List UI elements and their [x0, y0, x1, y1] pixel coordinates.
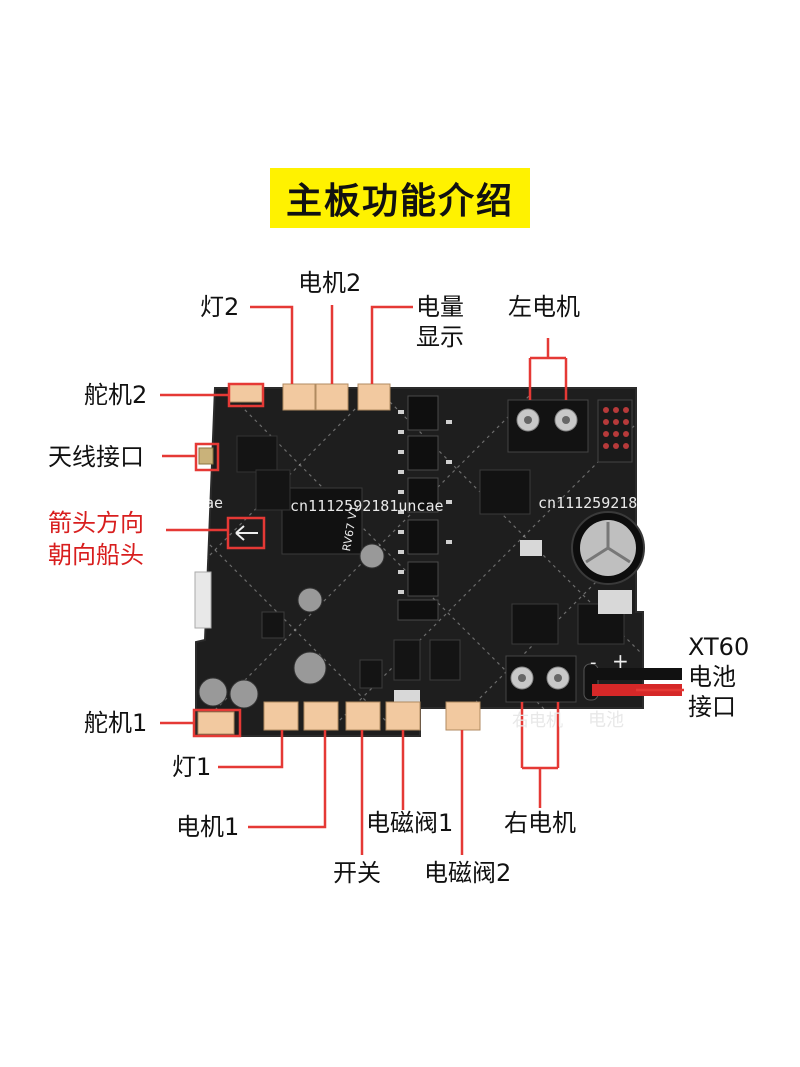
watermark-left: cae [196, 494, 224, 512]
label-solenoid2: 电磁阀2 [424, 859, 512, 887]
label-servo1: 舵机1 [84, 709, 148, 737]
label-xt60-3: 接口 [688, 693, 736, 721]
svg-text:+: + [612, 649, 629, 673]
label-switch: 开关 [333, 859, 381, 887]
label-motor1: 电机1 [176, 813, 240, 841]
label-arrow-note-1: 箭头方向 [48, 509, 144, 537]
watermark-right: cn111259218 [538, 494, 638, 512]
side-connector [194, 571, 212, 629]
label-solenoid1: 电磁阀1 [366, 809, 454, 837]
label-antenna: 天线接口 [48, 443, 144, 471]
page-title: 主板功能介绍 [270, 168, 530, 228]
left-motor-terminal [507, 399, 589, 453]
label-left-motor: 左电机 [508, 293, 580, 321]
small-capacitors [198, 543, 385, 709]
label-servo2: 舵机2 [84, 381, 148, 409]
callout-lines [160, 305, 684, 855]
top-connectors [228, 383, 391, 411]
bottom-connectors [197, 701, 481, 735]
right-motor-terminal [505, 655, 577, 703]
label-lamp2: 灯2 [200, 293, 240, 321]
label-battery-display-2: 显示 [416, 323, 464, 351]
antenna-connector [198, 447, 214, 465]
label-motor2: 电机2 [298, 269, 362, 297]
svg-text:-: - [590, 652, 597, 673]
label-xt60-2: 电池 [688, 663, 736, 691]
label-lamp1: 灯1 [172, 753, 212, 781]
label-arrow-note-2: 朝向船头 [48, 541, 144, 569]
label-right-motor: 右电机 [504, 809, 576, 837]
watermark-center: cn1112592181uncae [290, 497, 444, 515]
main-capacitor [571, 511, 645, 585]
mcu-chip [281, 487, 363, 555]
silk-battery: 电池 [588, 710, 624, 731]
mosfet-column [397, 395, 439, 621]
label-battery-display-1: 电量 [416, 293, 464, 321]
silk-right-motor: 右电机 [512, 711, 563, 731]
label-xt60-1: XT60 [688, 633, 750, 661]
